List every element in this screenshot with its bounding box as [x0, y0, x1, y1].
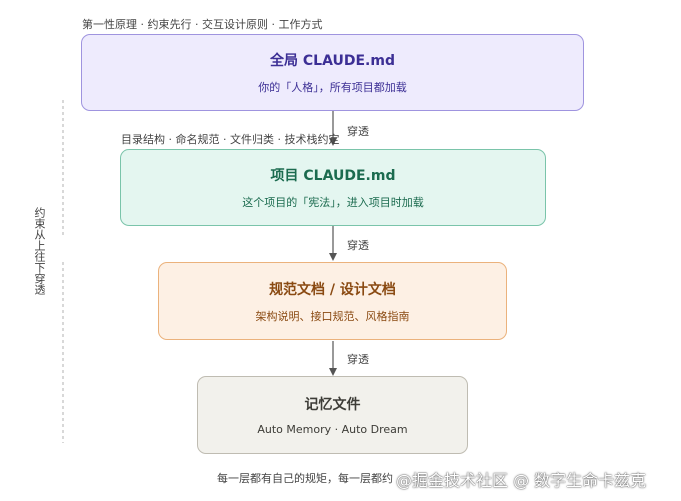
side-label: 约束从上往下穿透	[33, 207, 46, 295]
arrow-label-3: 穿透	[347, 353, 369, 366]
project-claude-box: 项目 CLAUDE.md 这个项目的「宪法」，进入项目时加载	[120, 149, 546, 226]
spec-docs-box: 规范文档 / 设计文档 架构说明、接口规范、风格指南	[158, 262, 507, 340]
spec-docs-subtitle: 架构说明、接口规范、风格指南	[255, 309, 410, 323]
project-claude-subtitle: 这个项目的「宪法」，进入项目时加载	[242, 196, 424, 209]
global-claude-title: 全局 CLAUDE.md	[270, 53, 395, 69]
project-caption: 目录结构 · 命名规范 · 文件归类 · 技术栈约定	[121, 133, 340, 146]
arrow-label-1: 穿透	[347, 125, 369, 138]
arrow-label-2: 穿透	[347, 239, 369, 252]
memory-files-box: 记忆文件 Auto Memory · Auto Dream	[197, 376, 468, 454]
memory-files-subtitle: Auto Memory · Auto Dream	[257, 423, 408, 436]
footer-text: 每一层都有自己的规矩，每一层都约	[217, 472, 393, 485]
spec-docs-title: 规范文档 / 设计文档	[269, 281, 396, 298]
memory-files-title: 记忆文件	[304, 397, 361, 413]
global-caption: 第一性原理 · 约束先行 · 交互设计原则 · 工作方式	[82, 18, 323, 31]
global-claude-box: 全局 CLAUDE.md 你的「人格」，所有项目都加载	[81, 34, 584, 111]
global-claude-subtitle: 你的「人格」，所有项目都加载	[258, 81, 407, 94]
watermark: @掘金技术社区 @ 数字生命卡兹克	[396, 471, 647, 490]
project-claude-title: 项目 CLAUDE.md	[270, 168, 396, 184]
